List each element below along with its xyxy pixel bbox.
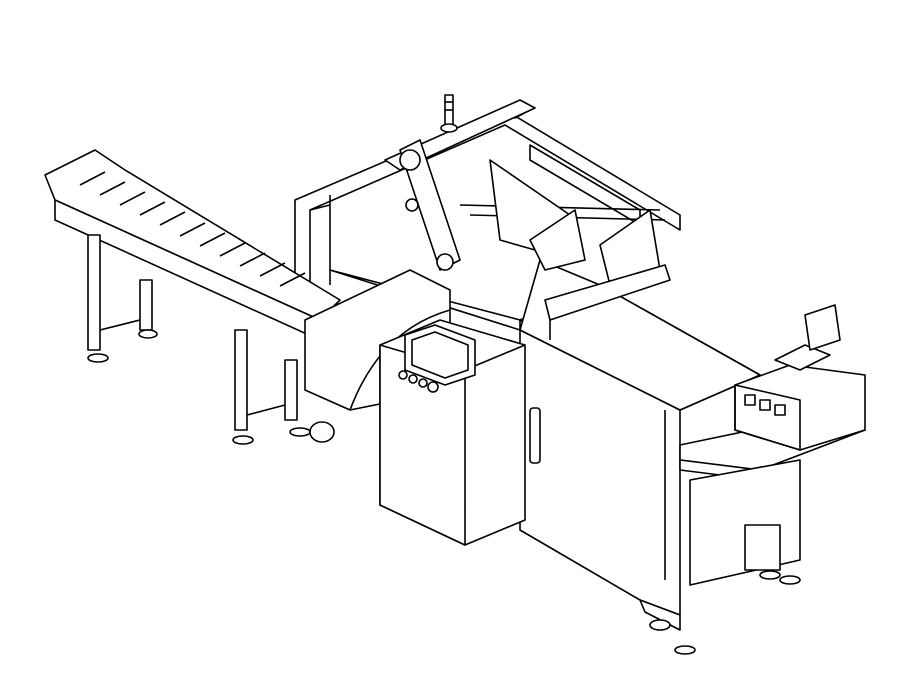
conveyor-flights [80, 172, 305, 286]
label-printer [735, 305, 865, 450]
signal-tower [441, 95, 457, 132]
drive-arm [400, 140, 460, 270]
carton-magazine [490, 160, 670, 340]
control-button-1[interactable] [399, 371, 407, 379]
control-button-4[interactable] [428, 382, 438, 392]
control-button-2[interactable] [409, 375, 417, 383]
control-button-3[interactable] [419, 379, 427, 387]
door-handle [530, 408, 540, 463]
conveyor-legs [88, 235, 310, 444]
control-cabinet [380, 320, 525, 545]
infeed-conveyor [45, 150, 340, 444]
outfeed-platform [650, 420, 865, 654]
touch-screen[interactable] [405, 325, 475, 385]
main-body [330, 260, 760, 630]
